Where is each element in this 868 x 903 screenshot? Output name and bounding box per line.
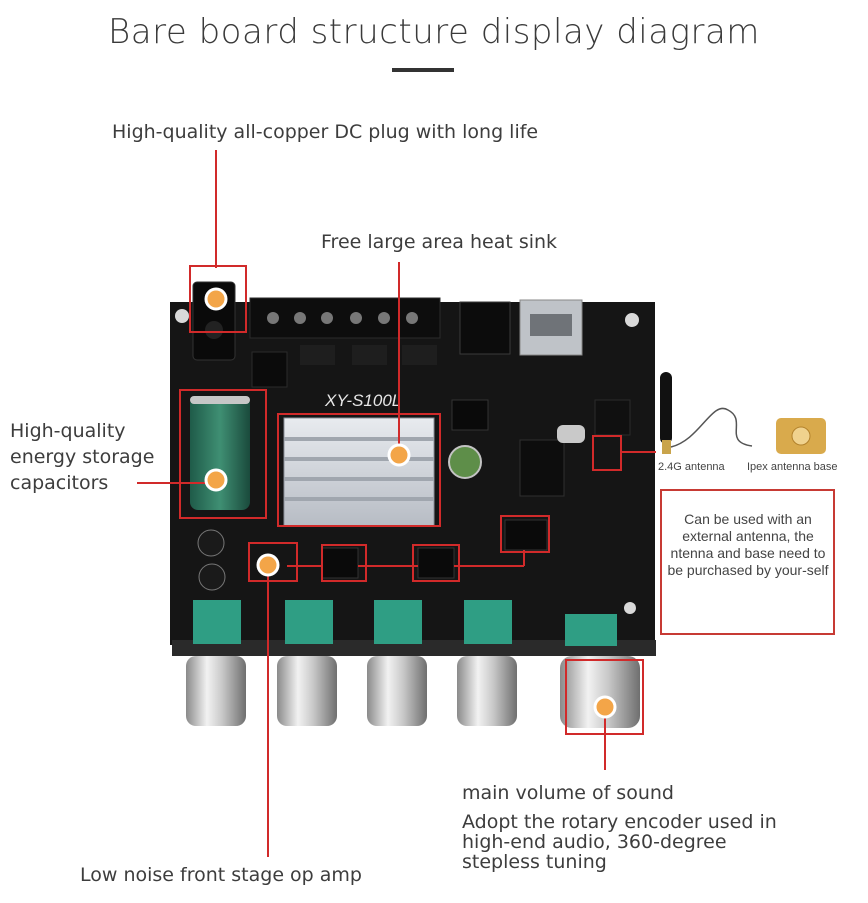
- encoder-label: Adopt the rotary encoder used in high-en…: [462, 811, 777, 873]
- diagram-title: Bare board structure display diagram: [108, 12, 760, 52]
- note-box: [660, 489, 835, 635]
- title-underline: [392, 68, 454, 72]
- terminal-blocks: [249, 297, 441, 339]
- antenna-image: [660, 372, 753, 454]
- knobs: [186, 656, 640, 728]
- op-amp-label: Low noise front stage op amp: [80, 864, 362, 886]
- potentiometers: [193, 600, 617, 646]
- model-label: XY-S100L: [324, 391, 401, 410]
- ipex-base-image: [776, 418, 826, 454]
- capacitor-label: High-quality energy storage capacitors: [10, 420, 155, 494]
- main-volume-label: main volume of sound: [462, 782, 674, 804]
- heat-sink-label: Free large area heat sink: [321, 231, 558, 253]
- dc-plug-label: High-quality all-copper DC plug with lon…: [112, 121, 539, 143]
- callout-markers: [204, 287, 617, 719]
- antenna-caption: 2.4G antenna: [658, 461, 725, 473]
- ipex-base-caption: Ipex antenna base: [747, 461, 838, 473]
- heat-sink: [283, 417, 435, 527]
- note-text: Can be used with an external antenna, th…: [667, 511, 829, 578]
- storage-capacitor: [190, 396, 250, 510]
